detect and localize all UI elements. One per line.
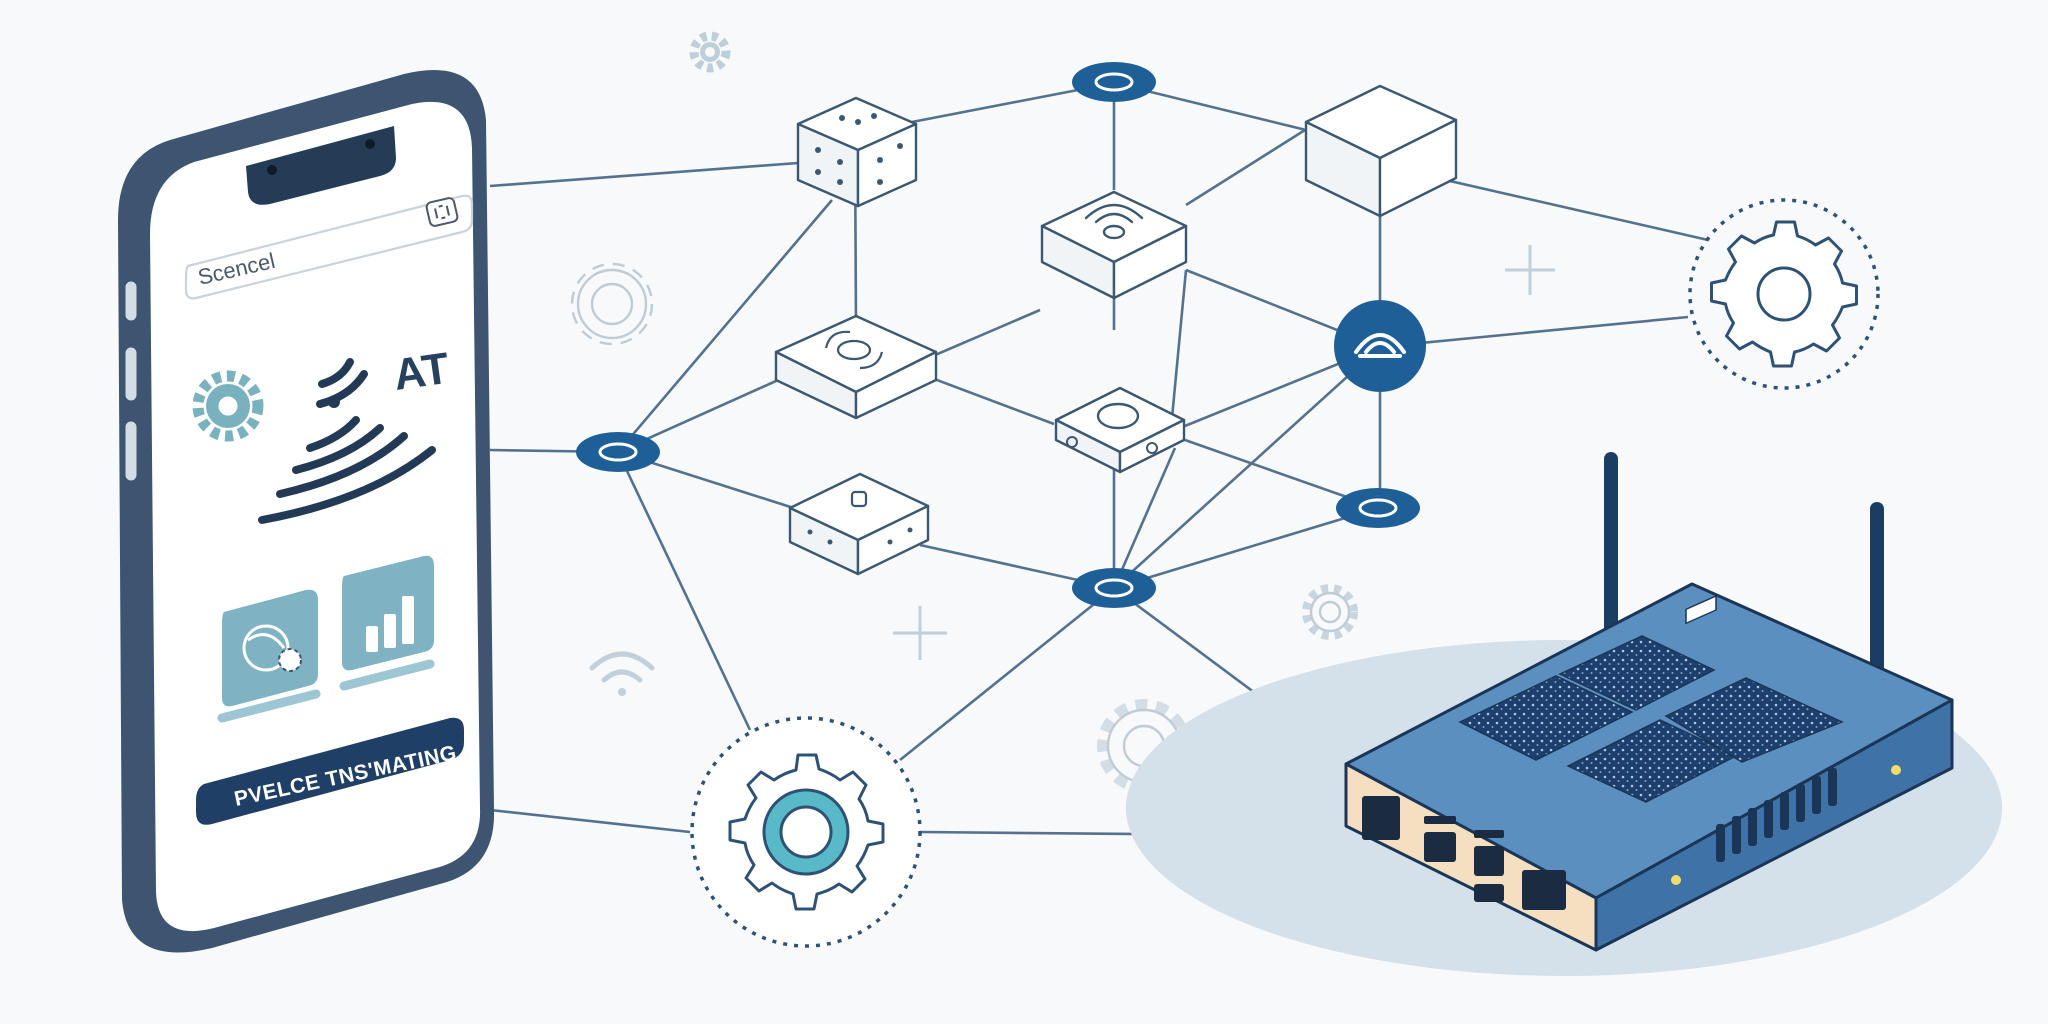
plus-icon — [893, 606, 947, 660]
ethernet-ports[interactable] — [1362, 796, 1566, 910]
wireless-signal-icon — [258, 358, 436, 524]
network-node[interactable] — [576, 432, 660, 472]
network-node[interactable] — [1336, 488, 1420, 528]
settings-gear-node[interactable] — [690, 716, 922, 948]
device-cube-dice[interactable] — [796, 96, 918, 208]
wifi-icon — [589, 651, 655, 696]
settings-gear-node[interactable] — [1688, 198, 1880, 390]
plus-icon — [1505, 245, 1555, 295]
chart-card-icon[interactable] — [339, 555, 435, 691]
status-led — [1671, 875, 1681, 885]
smartphone[interactable]: Scencel AT — [118, 70, 495, 953]
device-camera-box[interactable] — [788, 472, 930, 576]
router[interactable] — [1126, 452, 2002, 976]
antenna — [1604, 452, 1618, 642]
wifi-hub-node[interactable] — [1334, 300, 1426, 392]
gear-icon — [689, 31, 731, 73]
antenna — [1870, 502, 1884, 708]
device-hub-center[interactable] — [1054, 386, 1186, 474]
gear-icon — [570, 262, 654, 346]
gear-icon — [1302, 584, 1358, 640]
network-node[interactable] — [1072, 62, 1156, 102]
side-button[interactable] — [122, 278, 140, 324]
device-cube-large[interactable] — [1304, 84, 1458, 218]
device-sensor-tile[interactable] — [774, 314, 938, 420]
scan-icon[interactable] — [425, 197, 459, 227]
device-hub-signal[interactable] — [1040, 190, 1188, 300]
router-vents — [1458, 635, 1844, 803]
gear-icon — [192, 370, 264, 442]
device-card-icon[interactable] — [217, 589, 321, 723]
side-button[interactable] — [122, 344, 140, 404]
phone-notch — [246, 126, 396, 205]
side-button[interactable] — [122, 418, 140, 484]
router-vent-slots — [1716, 768, 1837, 862]
network-node[interactable] — [1072, 568, 1156, 608]
brand-label: AT — [391, 344, 453, 400]
status-led — [1891, 765, 1901, 775]
